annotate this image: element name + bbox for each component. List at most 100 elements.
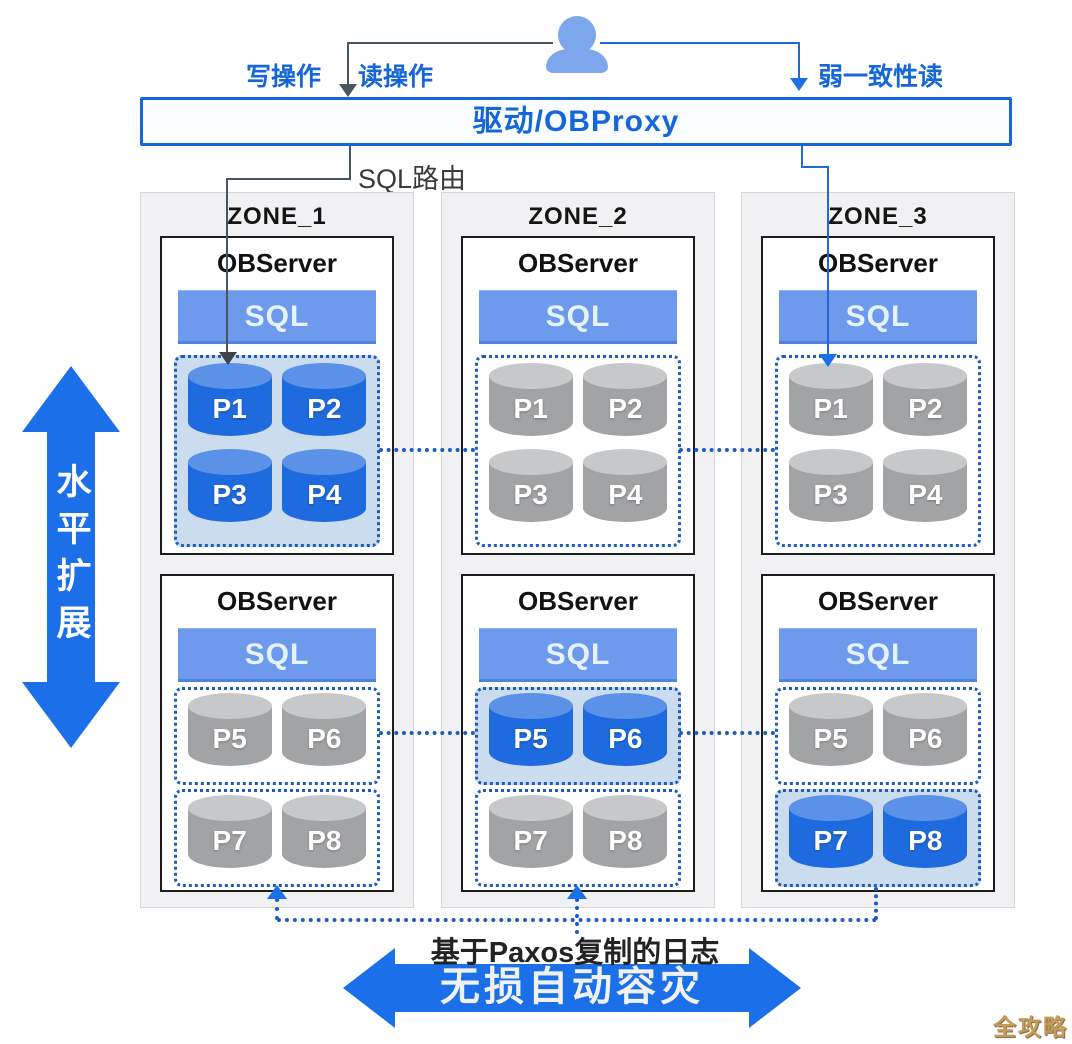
partition-cylinder: P1 [187, 363, 272, 436]
observer-title: OBServer [518, 248, 638, 278]
read-op-label: 读操作 [358, 63, 434, 91]
obproxy-box: 驱动/OBProxy [140, 97, 1012, 146]
observer-title: OBServer [217, 248, 337, 278]
sql-engine-bar: SQL [479, 628, 677, 682]
observer-title: OBServer [818, 586, 938, 616]
write-op-label: 写操作 [246, 63, 322, 91]
partition-cylinder: P1 [488, 363, 573, 436]
paxos-link [275, 898, 279, 920]
partition-cylinder: P7 [788, 795, 873, 868]
down-arrow-icon [790, 78, 808, 91]
partition-cylinder: P3 [788, 449, 873, 522]
partition-cylinder: P2 [282, 363, 367, 436]
horizontal-scale-arrow: 水平扩展 [22, 366, 120, 748]
arrow-head-down-icon [22, 682, 120, 748]
weak-read-route-line [827, 166, 829, 354]
sql-route-line [226, 178, 228, 352]
arrow-head-up-icon [22, 366, 120, 432]
sql-engine-bar: SQL [779, 628, 977, 682]
partition-cylinder: P5 [788, 693, 873, 766]
weak-read-route-line [801, 166, 829, 168]
paxos-link [277, 918, 877, 922]
weak-read-line [600, 42, 800, 44]
partition-cylinder: P3 [187, 449, 272, 522]
horizontal-scale-label: 水平扩展 [51, 463, 91, 651]
weak-read-line-drop [798, 42, 800, 80]
partition-cylinder: P8 [583, 795, 668, 868]
arrow-head-right-icon [749, 948, 801, 1028]
zone-3-panel: ZONE_3 OBServer SQL P1 P2 P3 P4 OBServer… [741, 192, 1015, 908]
partition-cylinder: P3 [488, 449, 573, 522]
zone-1-panel: ZONE_1 OBServer SQL P1 P2 P3 P4 OBServer… [140, 192, 414, 908]
disaster-recovery-arrow: 无损自动容灾 [343, 948, 801, 1028]
down-arrow-icon [219, 352, 237, 365]
partition-cylinder: P4 [583, 449, 668, 522]
partition-group: P7 P8 [174, 789, 380, 887]
partition-cylinder: P7 [187, 795, 272, 868]
arrow-head-left-icon [343, 948, 395, 1028]
partition-cylinder: P4 [282, 449, 367, 522]
sql-engine-bar: SQL [779, 290, 977, 344]
partition-group: P1 P2 P3 P4 [174, 355, 380, 547]
down-arrow-icon [819, 354, 837, 367]
partition-cylinder: P2 [883, 363, 968, 436]
replication-link [379, 731, 475, 735]
zone1-observer-bottom: OBServer SQL P5 P6 P7 P8 [160, 574, 394, 892]
paxos-link [874, 887, 878, 920]
partition-cylinder: P6 [282, 693, 367, 766]
write-read-line-drop [347, 42, 349, 86]
down-arrow-icon [339, 84, 357, 97]
watermark: 全攻略 [993, 1014, 1068, 1040]
partition-cylinder: P4 [883, 449, 968, 522]
partition-cylinder: P6 [883, 693, 968, 766]
zone3-observer-bottom: OBServer SQL P5 P6 P7 P8 [761, 574, 995, 892]
write-read-line [348, 42, 553, 44]
replication-link [379, 448, 475, 452]
disaster-recovery-label: 无损自动容灾 [440, 965, 704, 1009]
partition-cylinder: P8 [883, 795, 968, 868]
zone-2-label: ZONE_2 [528, 203, 628, 230]
partition-cylinder: P1 [788, 363, 873, 436]
paxos-log-label: 基于Paxos复制的日志 [430, 937, 720, 969]
sql-engine-bar: SQL [479, 290, 677, 344]
partition-cylinder: P5 [187, 693, 272, 766]
partition-cylinder: P6 [583, 693, 668, 766]
partition-group: P5 P6 [174, 687, 380, 785]
observer-title: OBServer [518, 586, 638, 616]
sql-route-label: SQL路由 [358, 164, 467, 194]
user-icon [558, 16, 596, 54]
partition-group: P5 P6 [475, 687, 681, 785]
partition-group: P1 P2 P3 P4 [775, 355, 981, 547]
zone2-observer-bottom: OBServer SQL P5 P6 P7 P8 [461, 574, 695, 892]
partition-cylinder: P2 [583, 363, 668, 436]
observer-title: OBServer [217, 586, 337, 616]
zone-3-label: ZONE_3 [828, 203, 928, 230]
replication-link [679, 731, 775, 735]
partition-group: P7 P8 [475, 789, 681, 887]
partition-cylinder: P7 [488, 795, 573, 868]
zone3-observer-top: OBServer SQL P1 P2 P3 P4 [761, 236, 995, 555]
zone2-observer-top: OBServer SQL P1 P2 P3 P4 [461, 236, 695, 555]
replication-link [679, 448, 775, 452]
weak-read-label: 弱一致性读 [818, 63, 944, 91]
sql-engine-bar: SQL [178, 628, 376, 682]
zone-1-label: ZONE_1 [227, 203, 327, 230]
zone1-observer-top: OBServer SQL P1 P2 P3 P4 [160, 236, 394, 555]
zone-2-panel: ZONE_2 OBServer SQL P1 P2 P3 P4 OBServer… [441, 192, 715, 908]
partition-cylinder: P8 [282, 795, 367, 868]
paxos-link [575, 898, 579, 934]
up-arrow-icon [267, 885, 287, 899]
partition-cylinder: P5 [488, 693, 573, 766]
sql-route-line [349, 146, 351, 179]
observer-title: OBServer [818, 248, 938, 278]
partition-group: P1 P2 P3 P4 [475, 355, 681, 547]
up-arrow-icon [567, 885, 587, 899]
sql-engine-bar: SQL [178, 290, 376, 344]
partition-group: P7 P8 [775, 789, 981, 887]
arrow-shaft [391, 964, 753, 1012]
arrow-shaft [47, 428, 95, 686]
weak-read-route-line [801, 146, 803, 167]
partition-group: P5 P6 [775, 687, 981, 785]
sql-route-line [227, 178, 351, 180]
